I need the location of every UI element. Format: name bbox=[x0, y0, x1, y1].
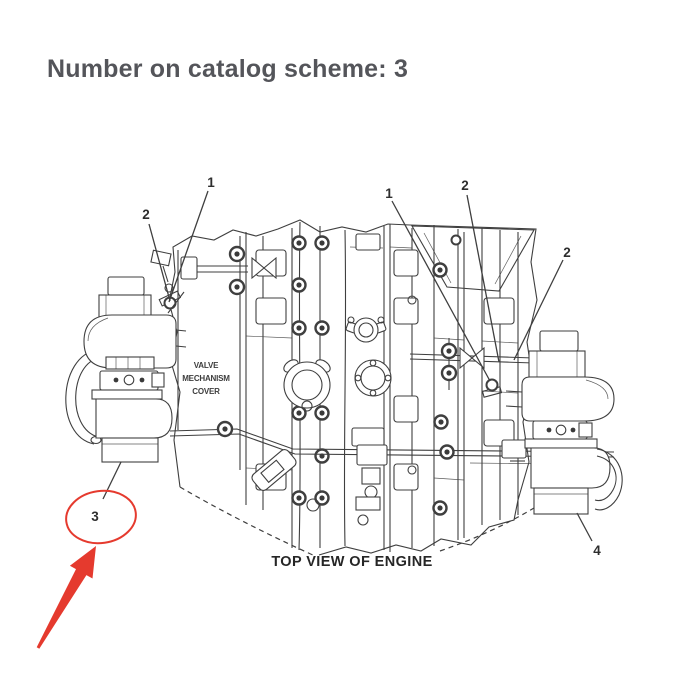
callout-label-3-circled: 3 bbox=[91, 509, 99, 524]
thermostat-housings bbox=[283, 316, 392, 412]
head-bolts bbox=[291, 234, 462, 516]
lower-fittings bbox=[251, 449, 381, 526]
leader-line-2-left bbox=[148, 223, 171, 302]
leader-line-4 bbox=[576, 512, 593, 542]
cover-label-line2: MECHANISM bbox=[182, 374, 230, 383]
callout-label-1-right: 1 bbox=[385, 186, 393, 201]
left-turbocharger bbox=[65, 276, 187, 463]
cover-label-line3: COVER bbox=[192, 387, 220, 396]
page-title: Number on catalog scheme: 3 bbox=[47, 55, 409, 83]
valve-mechanism-cover-label: VALVE MECHANISM COVER bbox=[182, 361, 230, 396]
torn-edge-dashes bbox=[179, 486, 535, 557]
right-turbocharger bbox=[505, 330, 623, 515]
leader-line-1-left bbox=[168, 190, 209, 303]
diagram-caption: TOP VIEW OF ENGINE bbox=[271, 554, 432, 570]
leader-line-2-right-inner bbox=[466, 194, 500, 363]
engine-line-art: 1 2 1 2 2 3 4 VALVE MECHANISM COVER TOP … bbox=[65, 175, 623, 570]
leader-line-1-right bbox=[391, 200, 491, 382]
callout-label-2-right-outer: 2 bbox=[563, 245, 571, 260]
callout-label-4: 4 bbox=[593, 543, 601, 558]
callout-label-2-left: 2 bbox=[142, 207, 150, 222]
highlight-annotation bbox=[36, 489, 137, 649]
callouts: 1 2 1 2 2 3 4 bbox=[91, 175, 601, 558]
valve-cover-strips bbox=[177, 221, 519, 552]
leader-line-3 bbox=[102, 461, 122, 500]
highlight-arrow bbox=[36, 546, 96, 649]
leader-line-2-right-outer bbox=[513, 259, 564, 361]
callout-label-1-left: 1 bbox=[207, 175, 215, 190]
highlight-ellipse bbox=[65, 489, 137, 545]
callout-label-2-right-inner: 2 bbox=[461, 178, 469, 193]
cover-label-line1: VALVE bbox=[194, 361, 219, 370]
